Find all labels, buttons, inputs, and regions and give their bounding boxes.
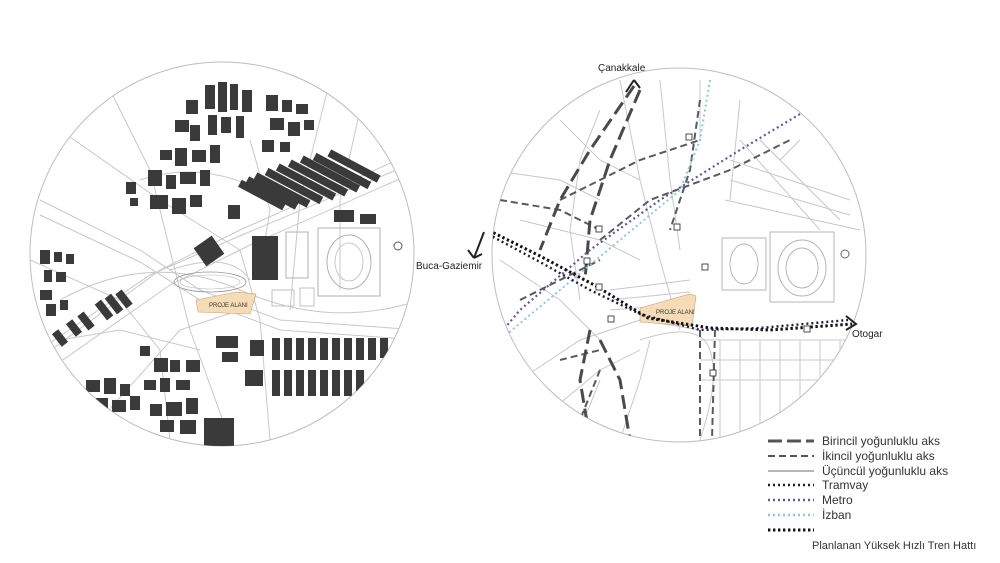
place-label-canakkale: Çanakkale bbox=[598, 63, 646, 74]
legend-label-secondary: İkincil yoğunluklu aks bbox=[822, 449, 935, 463]
right-stadium-outline bbox=[721, 231, 850, 303]
bus-stop-icon bbox=[607, 315, 615, 323]
place-label-buca-gaziemir: Buca-Gaziemir bbox=[416, 261, 483, 272]
bus-stop-icon bbox=[673, 223, 681, 231]
left-buildings-west bbox=[40, 250, 133, 347]
right-map: PROJE ALANI bbox=[467, 67, 867, 443]
left-buildings-southeast-rows bbox=[216, 336, 388, 396]
right-metro-line bbox=[492, 95, 831, 376]
arrow-down-left-icon bbox=[467, 231, 485, 259]
right-map-boundary bbox=[491, 67, 867, 443]
place-label-otogar: Otogar bbox=[852, 329, 883, 340]
left-buildings-northeast-rows bbox=[238, 149, 381, 224]
bus-stop-icon bbox=[709, 369, 717, 377]
metro-stop-icon bbox=[595, 283, 603, 291]
right-transit-stops bbox=[583, 133, 811, 377]
arrow-right-icon bbox=[845, 315, 858, 331]
bus-stop-icon bbox=[701, 263, 709, 271]
arrow-up-icon bbox=[625, 79, 641, 93]
left-map: PROJE ALANI bbox=[29, 61, 415, 447]
legend-label-metro: Metro bbox=[822, 493, 853, 507]
right-secondary-axes bbox=[499, 99, 791, 441]
right-high-speed-train-line bbox=[492, 224, 853, 332]
bus-stop-icon bbox=[685, 133, 693, 141]
bus-stop-icon bbox=[583, 257, 591, 265]
bus-stop-icon bbox=[803, 325, 811, 333]
right-project-label: PROJE ALANI bbox=[656, 310, 695, 316]
legend-label-tertiary: Üçüncül yoğunluklu aks bbox=[822, 464, 949, 478]
right-izban-line bbox=[492, 79, 711, 371]
left-buildings-southwest bbox=[86, 346, 234, 446]
legend-symbols bbox=[768, 439, 814, 532]
bus-stop-icon bbox=[595, 225, 603, 233]
right-tramvay-line bbox=[492, 230, 849, 332]
legend-label-izban: İzban bbox=[822, 508, 852, 522]
left-stadium-complex bbox=[252, 227, 403, 307]
left-project-area: PROJE ALANI bbox=[173, 271, 257, 315]
legend-label-tramvay: Tramvay bbox=[822, 478, 869, 492]
left-buildings-north bbox=[126, 82, 314, 267]
left-project-label: PROJE ALANI bbox=[209, 303, 248, 309]
right-direction-arrows bbox=[467, 79, 858, 331]
legend-label-primary: Birincil yoğunluklu aks bbox=[822, 434, 941, 448]
legend-label-high-speed-train: Planlanan Yüksek Hızlı Tren Hattı bbox=[812, 540, 977, 552]
left-street-network bbox=[30, 79, 414, 441]
